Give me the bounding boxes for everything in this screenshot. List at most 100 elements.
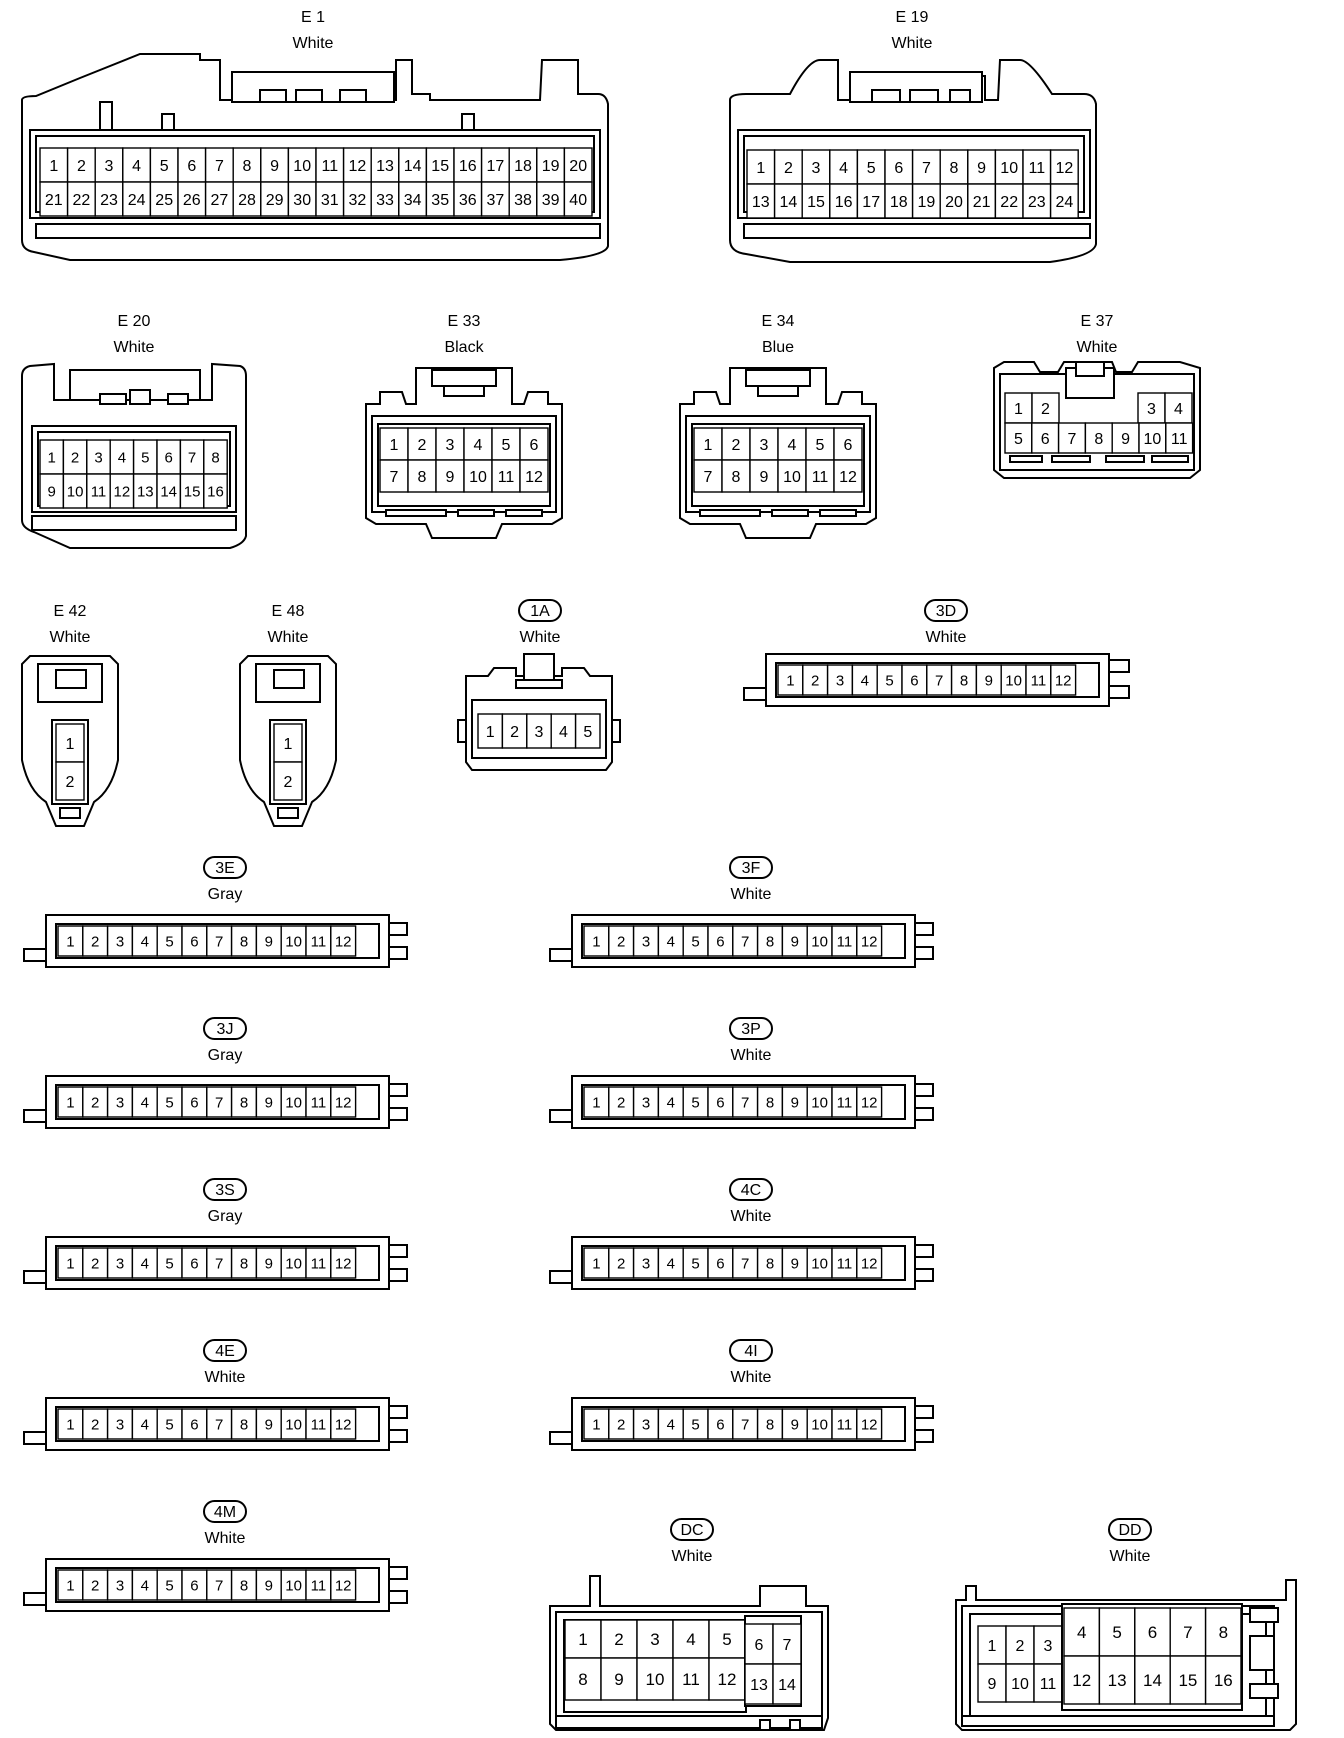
pin-label: 9 xyxy=(791,933,799,950)
pin-cell xyxy=(57,925,84,957)
pin-label: 9 xyxy=(791,1416,799,1433)
pin-cell xyxy=(801,183,831,219)
pin-cell xyxy=(463,427,493,461)
pin-label: 10 xyxy=(285,933,302,950)
pin-label: 6 xyxy=(190,1255,198,1272)
pin-label: 14 xyxy=(1143,1671,1162,1690)
pin-label: 6 xyxy=(1148,1623,1157,1642)
pin-cell xyxy=(708,1657,746,1701)
pin-cell xyxy=(756,1086,784,1118)
pin-cell xyxy=(82,1569,109,1601)
pin-cell xyxy=(732,1247,759,1279)
pin-label: 7 xyxy=(390,469,399,486)
pin-label: 5 xyxy=(165,1577,173,1594)
housing-part xyxy=(505,509,543,517)
pin-cell xyxy=(305,1569,332,1601)
pin-cell xyxy=(1025,664,1052,696)
pin-label: 5 xyxy=(722,1630,731,1649)
pin-label: 9 xyxy=(791,1094,799,1111)
pin-label: 19 xyxy=(918,194,936,211)
pin-label: 10 xyxy=(67,483,84,500)
pin-label: 1 xyxy=(284,736,293,753)
pin-label: 7 xyxy=(1068,431,1077,448)
pin-label: 1 xyxy=(1014,401,1023,418)
pin-cell xyxy=(106,1247,134,1279)
pin-label: 10 xyxy=(293,158,311,175)
pin-label: 4 xyxy=(559,724,568,741)
pin-cell xyxy=(1049,149,1079,185)
pin-cell xyxy=(672,1657,710,1701)
pin-label: 5 xyxy=(160,158,169,175)
pin-label: 3 xyxy=(812,160,821,177)
housing-part xyxy=(31,515,237,531)
pin-label: 3 xyxy=(1044,1638,1053,1655)
pin-label: 10 xyxy=(1005,672,1022,689)
pin-label: 5 xyxy=(165,1416,173,1433)
pin-cell xyxy=(519,427,549,461)
pin-cell xyxy=(632,1247,660,1279)
housing-part xyxy=(743,687,769,701)
pin-label: 6 xyxy=(716,1094,724,1111)
pin-label: 1 xyxy=(756,160,765,177)
connector-color: Gray xyxy=(208,886,243,903)
pin-cell xyxy=(1134,1655,1171,1705)
pin-cell xyxy=(756,925,784,957)
pin-label: 11 xyxy=(498,469,515,486)
pin-cell xyxy=(203,473,228,509)
pin-label: 8 xyxy=(960,672,968,689)
pin-cell xyxy=(287,181,317,217)
pin-cell xyxy=(777,427,807,461)
pin-label: 2 xyxy=(617,1416,625,1433)
connector-color: White xyxy=(926,629,967,646)
pin-cell xyxy=(370,181,400,217)
pin-label: 10 xyxy=(811,1255,828,1272)
pin-cell xyxy=(94,181,124,217)
pin-cell xyxy=(1022,149,1052,185)
connector-color: White xyxy=(731,1047,772,1064)
pin-label: 2 xyxy=(811,672,819,689)
pin-label: 5 xyxy=(1112,1623,1121,1642)
connector-code-oval xyxy=(518,599,562,622)
pin-label: 12 xyxy=(525,469,543,486)
pin-cell xyxy=(273,761,303,801)
pin-cell xyxy=(255,925,282,957)
pin-label: 11 xyxy=(311,1094,327,1111)
connector-color: Gray xyxy=(208,1208,243,1225)
pin-label: 24 xyxy=(128,192,146,209)
housing-part xyxy=(1106,659,1130,673)
pin-label: 11 xyxy=(321,158,338,175)
connector-code-oval xyxy=(203,1339,247,1362)
pin-cell xyxy=(156,1569,183,1601)
pin-cell xyxy=(831,1086,858,1118)
pin-cell xyxy=(206,1086,233,1118)
pin-label: 10 xyxy=(1011,1676,1029,1693)
pin-label: 6 xyxy=(716,933,724,950)
pin-label: 11 xyxy=(1040,1676,1057,1693)
pin-label: 32 xyxy=(349,192,367,209)
pin-cell xyxy=(477,713,504,749)
pin-label: 5 xyxy=(1014,431,1023,448)
pin-cell xyxy=(435,427,465,461)
pin-label: 10 xyxy=(811,933,828,950)
housing-part xyxy=(23,1592,49,1606)
pin-label: 12 xyxy=(861,1094,878,1111)
pin-label: 11 xyxy=(1031,672,1047,689)
pin-label: 8 xyxy=(240,1255,248,1272)
housing-part xyxy=(757,385,799,397)
pin-label: 9 xyxy=(265,1577,273,1594)
connector-code: 4C xyxy=(741,1182,761,1199)
pin-label: 19 xyxy=(542,158,560,175)
pin-label: 20 xyxy=(569,158,587,175)
pin-label: 1 xyxy=(592,933,600,950)
pin-cell xyxy=(564,1619,602,1659)
pin-label: 4 xyxy=(861,672,869,689)
pin-label: 10 xyxy=(811,1416,828,1433)
pin-cell xyxy=(206,925,233,957)
connector-color: Gray xyxy=(208,1047,243,1064)
housing-part xyxy=(549,948,575,962)
pin-label: 4 xyxy=(141,1416,149,1433)
connector-code: E 19 xyxy=(896,9,929,26)
